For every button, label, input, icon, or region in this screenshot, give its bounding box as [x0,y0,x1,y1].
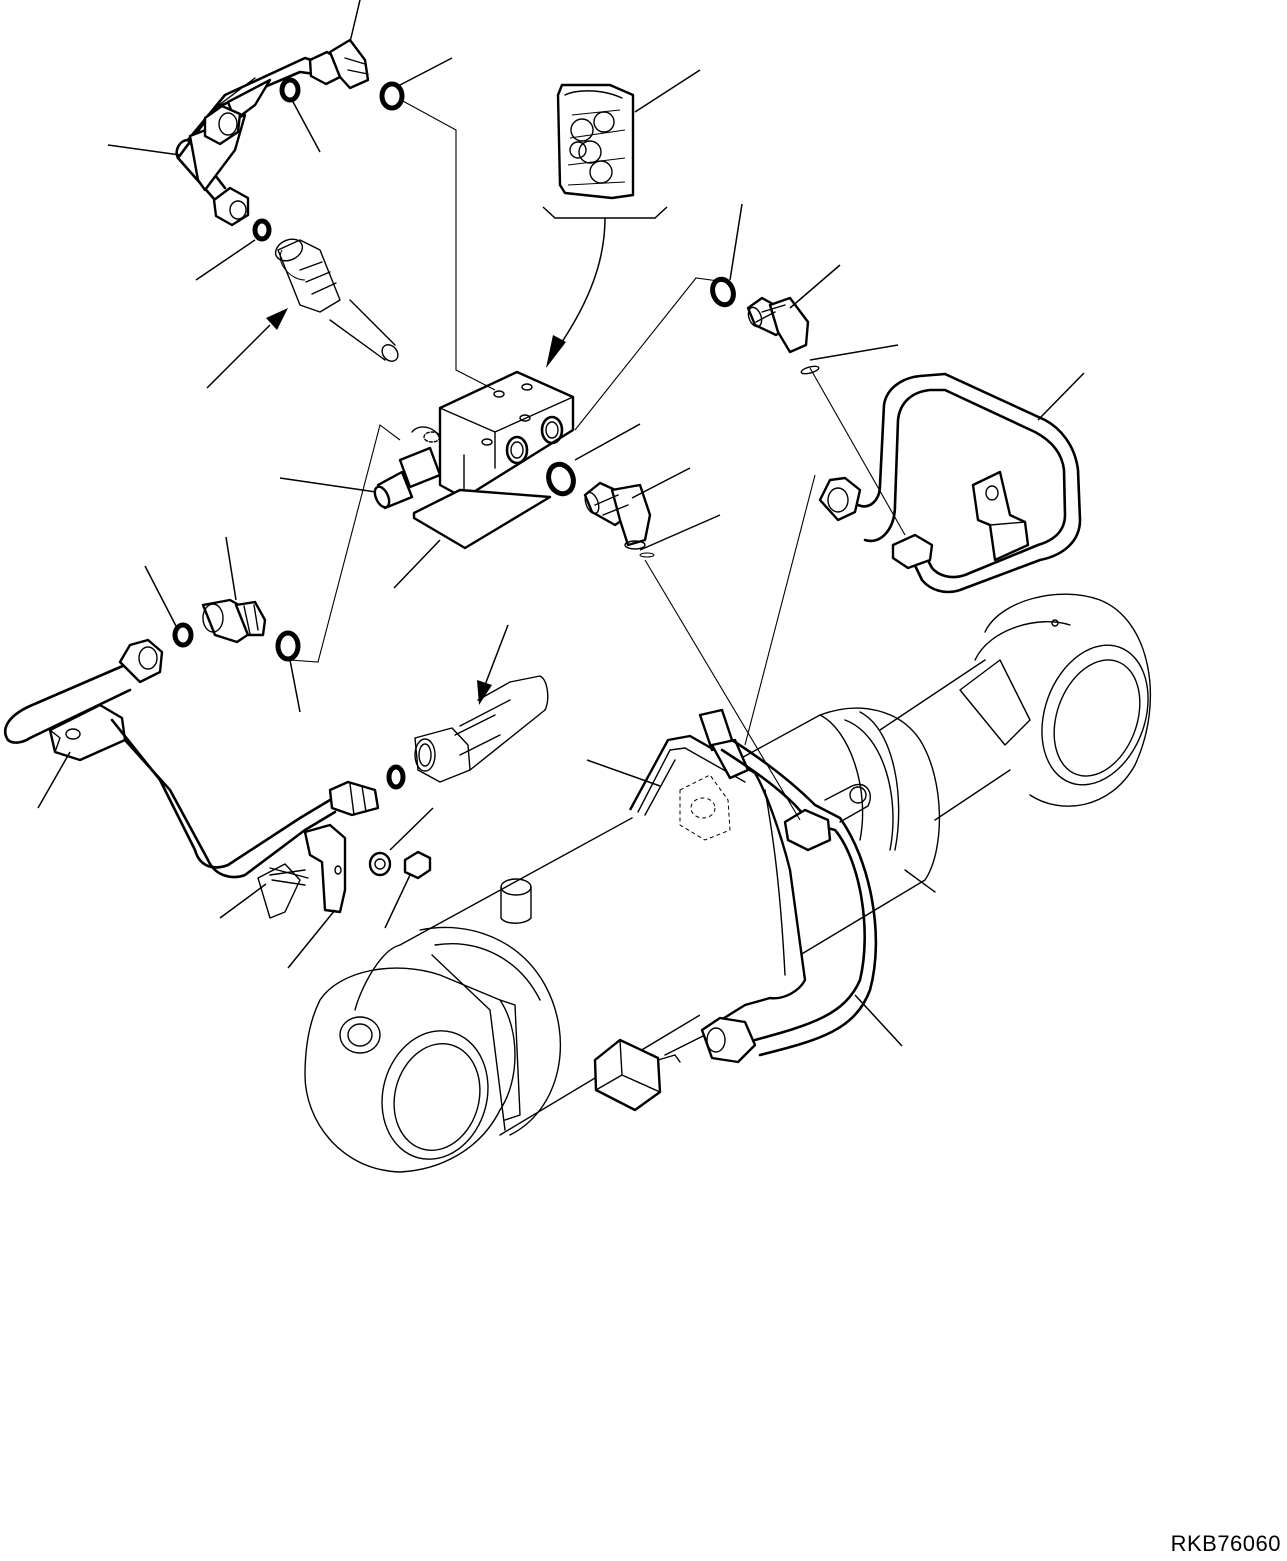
valve-block [373,370,575,550]
upper-right-elbow [710,276,820,375]
cylinder-tube [628,708,878,1064]
leader-lines [37,57,1085,1047]
upper-left-tube [175,0,405,389]
seal-kit-bag [542,83,668,368]
right-tube [818,372,1082,594]
hydraulic-cylinder [304,593,1152,1173]
lower-left-tube [3,598,549,919]
center-elbow [546,461,655,558]
figure-reference-code: RKB76060 [1170,1531,1281,1556]
